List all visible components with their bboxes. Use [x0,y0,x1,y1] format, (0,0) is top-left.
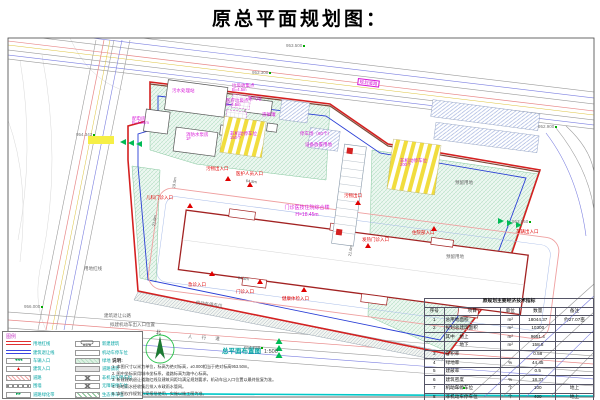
page-title: 原总平面规划图： [211,9,388,30]
parking-hatch-right [430,99,541,153]
power-room-footprint [143,108,171,135]
left-road [37,39,131,331]
contour-lines [8,38,123,331]
fire-pump-room-footprint [172,126,219,157]
entrance-markers [187,176,437,292]
parking-hatch-upper [279,99,341,152]
bike-parking-150 [219,116,267,158]
parking-stall-strip [331,143,367,247]
sewage-plant-footprint [164,79,229,118]
bike-parking-200 [386,138,442,196]
north-arrow [145,334,175,364]
vehicle-entrance-arrows [88,136,522,358]
